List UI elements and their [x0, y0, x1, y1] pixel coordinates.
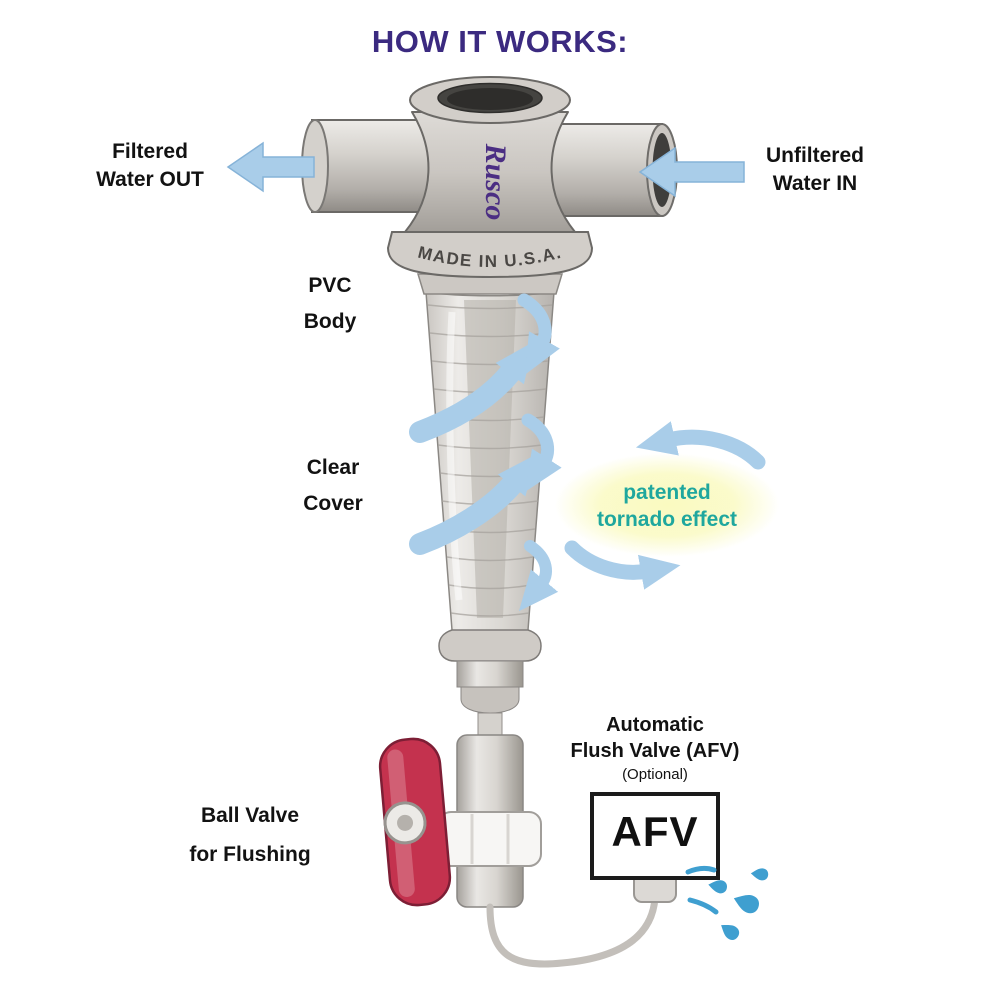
top-opening	[409, 76, 571, 124]
swirl-arrows	[409, 293, 766, 612]
swirl-arrow-low-right	[518, 540, 559, 612]
valve-handle	[378, 737, 452, 907]
afv-box-label: AFV	[611, 808, 699, 855]
union-nut	[438, 811, 542, 867]
label-pvc-body: PVC Body	[270, 268, 390, 340]
label-line: Unfiltered	[765, 144, 864, 167]
water-spray	[685, 865, 769, 940]
swirl-arrow-upper	[409, 341, 534, 443]
label-afv: Automatic Flush Valve (AFV) (Optional)	[560, 712, 750, 786]
tornado-arrow-top	[635, 421, 766, 470]
label-line: Flush Valve (AFV)	[570, 740, 740, 762]
label-line: Clear	[306, 456, 360, 479]
filter-head: MADE IN U.S.A. Rusco	[301, 76, 678, 279]
rusco-logo: Rusco	[479, 143, 512, 221]
label-line: Automatic	[606, 714, 704, 736]
label-tornado-effect: patented tornado effect	[577, 479, 757, 533]
out-flow-arrow	[226, 141, 315, 193]
diagram-title: HOW IT WORKS:	[371, 24, 629, 59]
label-line: Ball Valve	[200, 804, 300, 827]
tornado-glow	[555, 453, 779, 557]
label-line: (Optional)	[622, 766, 688, 783]
label-line: for Flushing	[189, 843, 311, 866]
droplet-icon	[708, 880, 728, 894]
label-ball-valve: Ball Valve for Flushing	[160, 796, 340, 874]
label-line: Cover	[303, 492, 363, 515]
label-line: PVC	[308, 274, 352, 297]
tornado-arrow-bottom	[564, 540, 681, 590]
in-flow-arrow	[638, 146, 745, 198]
label-line: Water IN	[772, 172, 858, 195]
label-clear-cover: Clear Cover	[273, 450, 393, 522]
label-line: tornado effect	[596, 508, 737, 531]
afv-box	[590, 792, 720, 880]
swirl-arrow-lower	[409, 454, 537, 555]
label-unfiltered-in: Unfiltered Water IN	[725, 142, 905, 198]
swirl-arrow-top-right	[517, 293, 560, 375]
label-line: Body	[303, 310, 357, 333]
droplet-icon	[721, 925, 740, 940]
ball-valve-graphic	[378, 734, 542, 908]
swirl-arrow-mid-right	[521, 413, 562, 492]
droplet-icon	[750, 868, 769, 881]
label-line: Water OUT	[96, 168, 204, 191]
head-collar	[386, 231, 594, 279]
label-line: patented	[623, 481, 711, 504]
label-line: Filtered	[112, 140, 188, 163]
flush-tube	[486, 894, 659, 968]
droplet-icon	[733, 894, 760, 914]
label-filtered-out: Filtered Water OUT	[60, 138, 240, 194]
